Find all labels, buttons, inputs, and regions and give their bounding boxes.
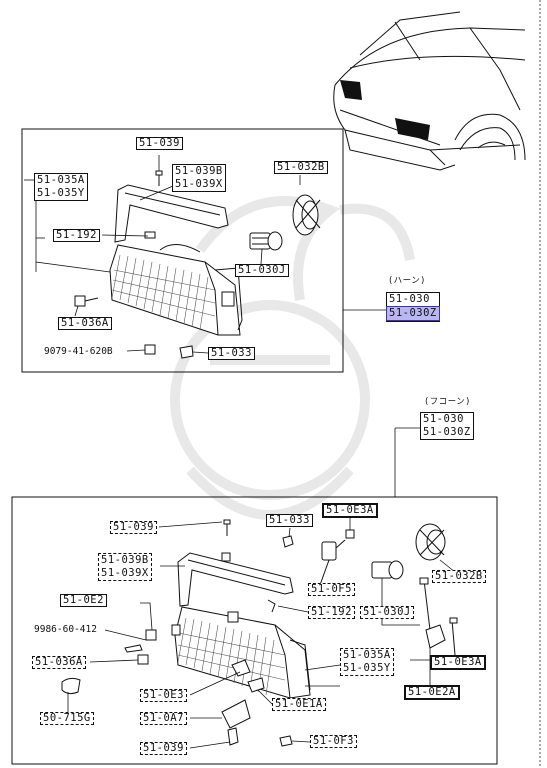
- part-label-b-51-0a7[interactable]: 51-0A7: [140, 712, 187, 725]
- variant-tag-top: (ハーン): [388, 276, 426, 286]
- top-upper-bracket: [114, 184, 229, 243]
- part-label-b-51-032b[interactable]: 51-032B: [432, 570, 486, 583]
- top-socket-032b: [292, 175, 321, 236]
- top-clip-192: [144, 231, 156, 239]
- part-label-b-51-0f5[interactable]: 51-0F5: [308, 583, 355, 596]
- car-sketch: [333, 11, 526, 171]
- part-label-51-039x[interactable]: 51-039X: [175, 178, 223, 190]
- bottom-frame: [11, 496, 498, 765]
- part-label-group-035a-035y: 51-035A 51-035Y: [34, 173, 88, 201]
- part-label-51-192[interactable]: 51-192: [53, 229, 100, 242]
- top-bolt-9079: [144, 344, 156, 355]
- part-label-b-51-0e1a[interactable]: 51-0E1A: [272, 698, 326, 711]
- part-label-b-51-035y[interactable]: 51-035Y: [343, 662, 391, 674]
- bottom-headlamp-unit: [171, 606, 311, 699]
- part-label-51-035y[interactable]: 51-035Y: [37, 187, 85, 199]
- part-label-51-030j[interactable]: 51-030J: [235, 264, 289, 277]
- bottom-level-rod: [419, 577, 458, 656]
- part-label-9079-41-620b[interactable]: 9079-41-620B: [44, 346, 113, 357]
- part-label-group-bottom-035a-035y: 51-035A 51-035Y: [340, 648, 394, 676]
- part-label-b-51-0e3a-2[interactable]: 51-0E3A: [430, 655, 486, 670]
- part-label-b-51-039-2[interactable]: 51-039: [140, 742, 187, 755]
- part-label-b-51-030j[interactable]: 51-030J: [360, 606, 414, 619]
- top-screw-039: [155, 155, 163, 186]
- part-label-group-030-030z: 51-030 51-030Z: [386, 292, 440, 322]
- bottom-small-parts: [61, 519, 355, 747]
- top-frame: [21, 128, 344, 373]
- car-headlight-left: [340, 80, 362, 100]
- part-label-51-030[interactable]: 51-030: [389, 293, 430, 305]
- part-label-b-51-039x[interactable]: 51-039X: [101, 567, 149, 579]
- part-label-b-51-035a[interactable]: 51-035A: [343, 649, 391, 661]
- part-label-51-033[interactable]: 51-033: [208, 347, 255, 360]
- part-label-b-51-039[interactable]: 51-039: [110, 521, 157, 534]
- part-label-group-bottom-030-030z: 51-030 51-030Z: [420, 412, 474, 440]
- part-label-b-50-715g[interactable]: 50-715G: [40, 712, 94, 725]
- part-label-group-039b-039x: 51-039B 51-039X: [172, 164, 226, 192]
- part-label-b-51-039b[interactable]: 51-039B: [101, 554, 149, 566]
- top-headlamp-unit: [109, 244, 243, 336]
- part-label-b-9986-60-412[interactable]: 9986-60-412: [34, 624, 97, 635]
- variant-tag-bottom: (フコーン): [424, 397, 471, 407]
- bottom-bulb-030j: [371, 560, 404, 600]
- part-label-51-035a[interactable]: 51-035A: [37, 174, 85, 186]
- part-label-b-51-0e2a[interactable]: 51-0E2A: [404, 685, 460, 700]
- part-label-group-bottom-039b-039x: 51-039B 51-039X: [98, 553, 152, 581]
- top-screw-036a: [74, 295, 99, 307]
- part-label-b-51-030[interactable]: 51-030: [423, 413, 464, 425]
- bottom-adjuster-0f5: [319, 539, 346, 586]
- part-label-51-030z-highlighted[interactable]: 51-030Z: [386, 306, 440, 321]
- part-label-51-032b[interactable]: 51-032B: [274, 161, 328, 174]
- part-label-51-039[interactable]: 51-039: [136, 137, 183, 150]
- part-label-b-51-0f3[interactable]: 51-0F3: [310, 735, 357, 748]
- part-label-b-51-036a[interactable]: 51-036A: [32, 656, 86, 669]
- top-leader-lines: [24, 179, 388, 354]
- top-bulb-030j: [249, 231, 283, 251]
- part-label-b-51-0e3a[interactable]: 51-0E3A: [322, 503, 378, 518]
- part-label-51-039b[interactable]: 51-039B: [175, 165, 223, 177]
- part-label-51-036a[interactable]: 51-036A: [58, 317, 112, 330]
- bottom-upper-bracket: [177, 552, 294, 607]
- part-label-b-51-192[interactable]: 51-192: [308, 606, 355, 619]
- part-label-b-51-0e2[interactable]: 51-0E2: [60, 594, 107, 607]
- top-clip-033: [179, 345, 194, 359]
- part-label-b-51-033[interactable]: 51-033: [266, 514, 313, 527]
- part-label-b-51-030z[interactable]: 51-030Z: [423, 426, 471, 438]
- bottom-socket-032b: [415, 523, 456, 573]
- part-label-b-51-0e3[interactable]: 51-0E3: [140, 689, 187, 702]
- car-headlight-right: [395, 118, 430, 140]
